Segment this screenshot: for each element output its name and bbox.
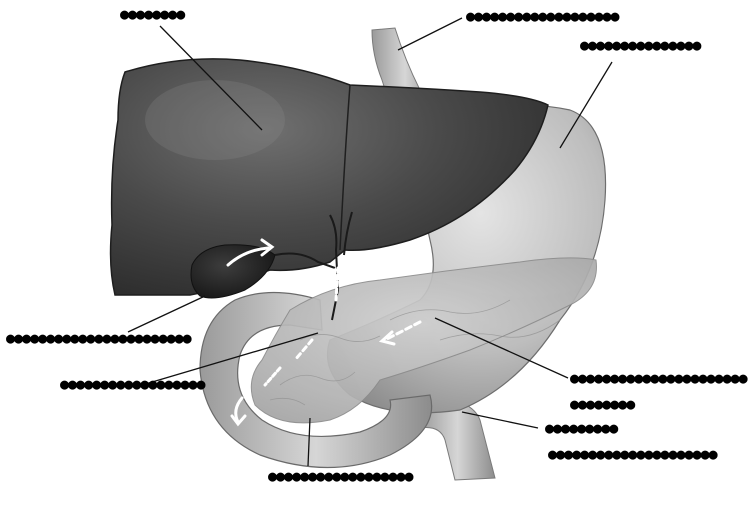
label-liver: ●●●●●●●● [120, 6, 184, 22]
label-stomach: ●●●●●●●●●●●●●●● [580, 37, 700, 53]
label-esophagus: ●●●●●●●●●●●●●●●●●●● [466, 8, 619, 24]
label-intestine-line1: ●●●●●●●●● [545, 420, 617, 436]
gallbladder [191, 245, 275, 298]
label-gallbladder: ●●●●●●●●●●●●●●●●●●●●●●● [6, 330, 191, 346]
liver-highlight [145, 80, 285, 160]
label-pancreas-line2: ●●●●●●●● [570, 396, 634, 412]
leader-esophagus [398, 18, 462, 50]
leader-gallbladder [128, 296, 205, 332]
label-intestine-line2: ●●●●●●●●●●●●●●●●●●●●● [548, 446, 717, 462]
label-duodenum: ●●●●●●●●●●●●●●●●●● [268, 468, 413, 484]
label-bile-duct: ●●●●●●●●●●●●●●●●●● [60, 376, 205, 392]
label-pancreas-line1: ●●●●●●●●●●●●●●●●●●●●●● [570, 370, 747, 386]
